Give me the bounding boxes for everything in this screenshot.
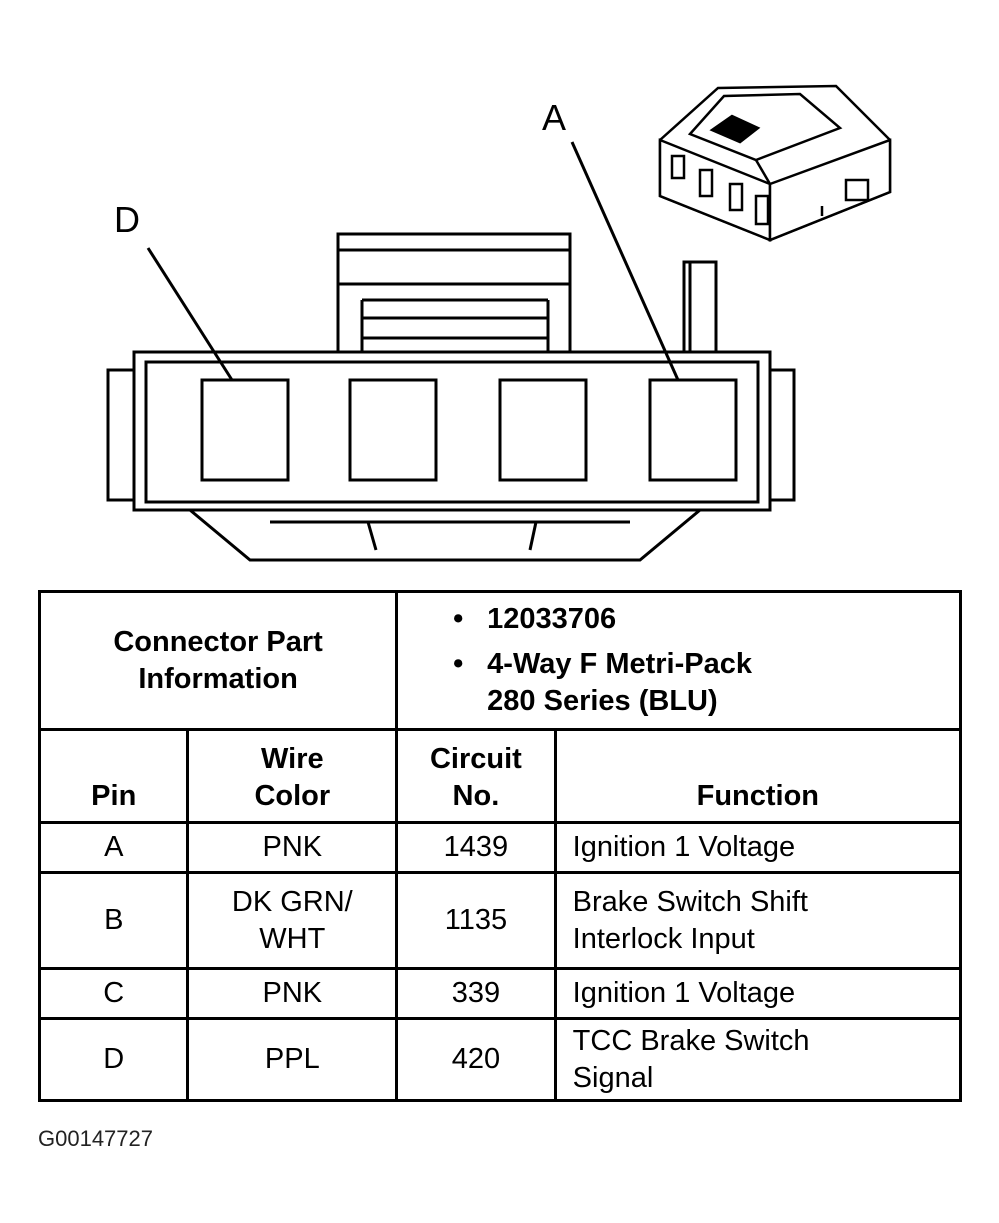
function-line1: TCC Brake Switch [572,1024,810,1057]
function-line2: Signal [572,1061,654,1094]
circuit-cell: 420 [395,1017,557,1102]
part-number: 12033706 [487,603,617,635]
part-number-item: • 12033706 [453,601,959,638]
wire-color-cell: PNK [186,821,399,874]
bullet-icon: • [453,648,464,680]
table-row: C PNK 339 Ignition 1 Voltage [37,967,963,1020]
connector-type-line2: 280 Series (BLU) [487,685,718,717]
header-wire-line1: Wire [261,743,324,775]
info-title-line2: Information [138,662,298,695]
circuit-cell: 339 [395,967,557,1020]
callout-label-a: A [542,97,566,138]
info-row: Connector Part Information • 12033706 • … [37,590,962,731]
table-row: A PNK 1439 Ignition 1 Voltage [37,821,963,874]
callout-leader-a [570,141,680,381]
function-line1: Ignition 1 Voltage [572,831,796,863]
pin-cell: D [37,1017,190,1102]
function-cell: TCC Brake Switch Signal [553,1017,963,1102]
header-wire-color: Wire Color [186,728,399,824]
header-wire-line2: Color [254,780,331,812]
connector-type-item: • 4-Way F Metri-Pack 280 Series (BLU) [453,646,959,720]
figure-id: G00147727 [38,1126,153,1151]
connector-bottom-wedge [185,508,705,562]
wire-color-cell: DK GRN/ WHT [186,871,399,970]
connector-cavities [200,378,738,482]
connector-pin-table: Connector Part Information • 12033706 • … [37,590,963,1102]
header-pin-label: Pin [91,780,137,812]
function-cell: Ignition 1 Voltage [553,967,963,1020]
connector-thumbnail [658,84,892,242]
callout-leader-d [146,247,234,381]
pin-cell: C [37,967,190,1020]
connector-post [682,260,718,356]
connector-diagram: D A [106,84,892,562]
header-circuit-line1: Circuit [429,743,522,775]
wire-color-line2: WHT [259,922,326,955]
table-row: B DK GRN/ WHT 1135 Brake Switch Shift In… [37,871,963,970]
header-pin: Pin [37,728,190,824]
wire-color-line1: PNK [262,831,323,863]
info-title-line1: Connector Part [113,625,323,658]
bullet-icon: • [453,603,464,635]
connector-info-title: Connector Part Information [37,590,399,731]
connector-latch [336,232,572,356]
table-row: D PPL 420 TCC Brake Switch Signal [37,1017,963,1102]
header-circuit-line2: No. [452,780,500,812]
connector-info-details: • 12033706 • 4-Way F Metri-Pack 280 Seri… [395,590,962,731]
header-function: Function [553,728,963,824]
cavity-c [348,378,438,482]
header-circuit: Circuit No. [395,728,557,824]
wire-color-line1: DK GRN/ [231,885,353,918]
function-cell: Ignition 1 Voltage [553,821,963,874]
connector-type-line1: 4-Way F Metri-Pack [487,648,752,680]
callout-label-d: D [114,199,140,240]
wire-color-line1: PNK [262,977,323,1009]
circuit-cell: 1439 [395,821,557,874]
header-function-label: Function [696,780,820,812]
cavity-a [648,378,738,482]
pin-cell: B [37,871,190,970]
function-line1: Ignition 1 Voltage [572,977,796,1009]
wire-color-cell: PPL [186,1017,399,1102]
cavity-b [498,378,588,482]
cavity-d [200,378,290,482]
function-cell: Brake Switch Shift Interlock Input [553,871,963,970]
wire-color-cell: PNK [186,967,399,1020]
header-row: Pin Wire Color Circuit No. Function [37,728,963,824]
function-line2: Interlock Input [572,922,755,955]
circuit-cell: 1135 [395,871,557,970]
pin-cell: A [37,821,190,874]
function-line1: Brake Switch Shift [572,885,808,918]
wire-color-line1: PPL [264,1043,320,1075]
